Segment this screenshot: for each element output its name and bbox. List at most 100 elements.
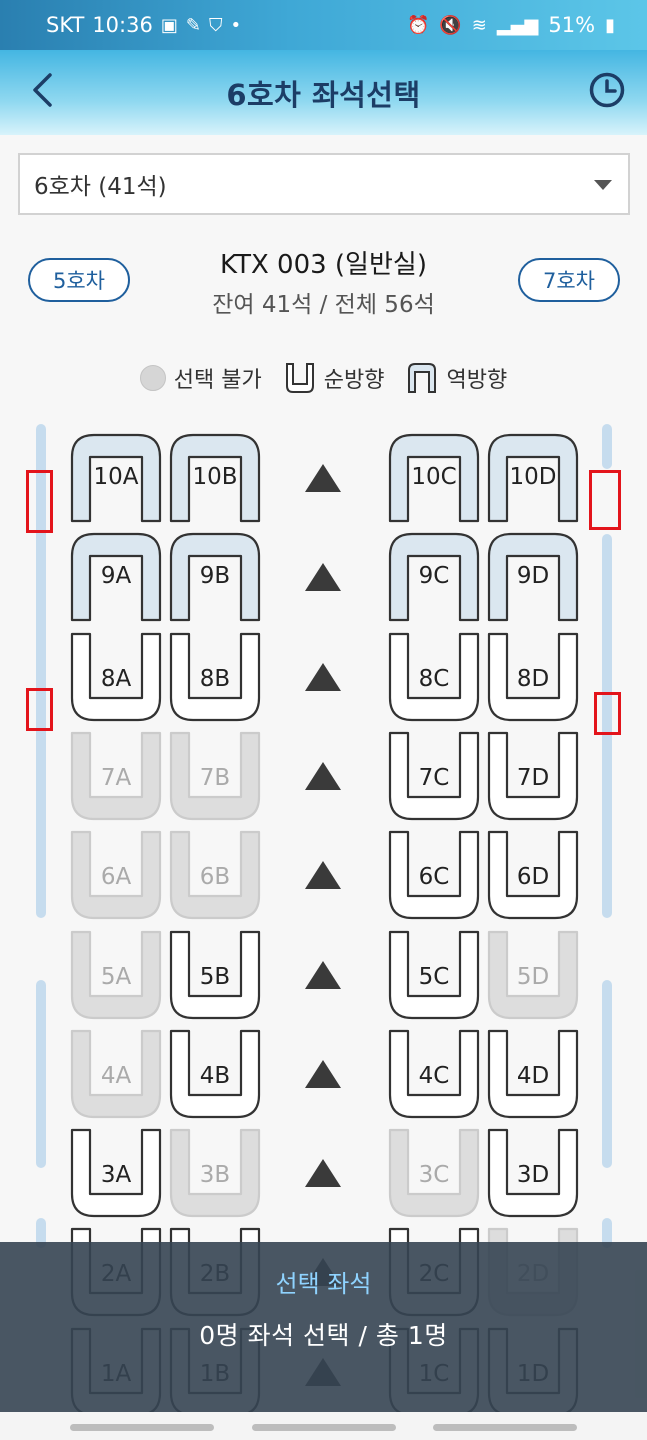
seat-10D[interactable]: 10D xyxy=(487,433,579,523)
seat-4D[interactable]: 4D xyxy=(487,1029,579,1119)
legend-reverse: 역방향 xyxy=(406,362,507,394)
seat-label: 9B xyxy=(199,563,231,590)
seat-6A: 6A xyxy=(70,830,162,920)
seat-6D[interactable]: 6D xyxy=(487,830,579,920)
seat-legend: 선택 불가 순방향 역방향 xyxy=(0,362,647,394)
seat-label: 3D xyxy=(516,1162,550,1189)
seat-label: 5B xyxy=(199,963,231,990)
seat-5D: 5D xyxy=(487,930,579,1020)
home-button[interactable] xyxy=(252,1424,396,1431)
wifi-icon: ≋ xyxy=(471,14,487,36)
reverse-seat-icon xyxy=(408,363,437,393)
seat-3D[interactable]: 3D xyxy=(487,1128,579,1218)
seat-label: 5A xyxy=(100,963,132,990)
seat-5C[interactable]: 5C xyxy=(388,930,480,1020)
seat-label: 3A xyxy=(100,1162,132,1189)
car-select-value: 6호차 (41석) xyxy=(34,174,167,200)
seat-label: 3B xyxy=(199,1162,231,1189)
left-wall xyxy=(36,424,46,918)
right-wall xyxy=(602,1218,612,1248)
battery-percent: 51% xyxy=(548,13,596,37)
direction-arrow-icon xyxy=(305,761,341,790)
direction-arrow-icon xyxy=(305,662,341,691)
legend-reverse-label: 역방향 xyxy=(446,368,508,393)
seat-label: 9A xyxy=(100,563,132,590)
unavailable-dot-icon xyxy=(139,365,166,391)
left-wall xyxy=(36,1218,46,1248)
window-marker xyxy=(26,688,53,731)
seat-6B: 6B xyxy=(169,830,261,920)
battery-icon: ▮ xyxy=(605,14,615,36)
seat-label: 6C xyxy=(418,864,450,891)
seat-label: 10A xyxy=(93,464,139,490)
seat-label: 10C xyxy=(411,464,457,490)
history-button[interactable] xyxy=(585,68,629,112)
legend-unavailable: 선택 불가 xyxy=(139,362,262,394)
seat-label: 6A xyxy=(100,864,132,891)
alarm-icon: ⏰ xyxy=(406,14,430,36)
seat-label: 4B xyxy=(199,1062,231,1089)
seat-label: 10B xyxy=(192,464,238,490)
seat-7C[interactable]: 7C xyxy=(388,731,480,821)
seat-7B: 7B xyxy=(169,731,261,821)
next-car-button[interactable]: 7호차 xyxy=(518,258,620,302)
seat-8B[interactable]: 8B xyxy=(169,632,261,722)
direction-arrow-icon xyxy=(305,960,341,989)
recent-apps-button[interactable] xyxy=(70,1424,214,1431)
seat-label: 7D xyxy=(516,764,550,791)
clock-icon xyxy=(589,72,625,108)
shield-icon: ⛉ xyxy=(208,14,223,36)
seat-3C: 3C xyxy=(388,1128,480,1218)
carrier-label: SKT xyxy=(46,13,85,37)
seat-7D[interactable]: 7D xyxy=(487,731,579,821)
seat-6C[interactable]: 6C xyxy=(388,830,480,920)
car-select[interactable]: 6호차 (41석) xyxy=(18,153,630,215)
system-nav-bar xyxy=(0,1412,647,1440)
legend-forward: 순방향 xyxy=(284,362,385,394)
back-nav-button[interactable] xyxy=(433,1424,577,1431)
seat-9B[interactable]: 9B xyxy=(169,532,261,622)
seat-8C[interactable]: 8C xyxy=(388,632,480,722)
direction-arrow-icon xyxy=(305,861,341,890)
dot-icon: • xyxy=(230,14,242,36)
clock-time: 10:36 xyxy=(92,13,153,37)
seat-label: 3C xyxy=(418,1162,450,1189)
window-marker xyxy=(589,470,621,530)
right-wall xyxy=(602,424,612,469)
legend-forward-label: 순방향 xyxy=(323,368,385,393)
seat-label: 6D xyxy=(516,864,550,891)
window-marker xyxy=(26,470,53,533)
seat-10B[interactable]: 10B xyxy=(169,433,261,523)
direction-arrow-icon xyxy=(305,464,341,492)
status-bar: SKT 10:36 ▣ ✎ ⛉ • ⏰ 🔇 ≋ ▂▄▆ 51% ▮ xyxy=(0,0,647,50)
right-wall xyxy=(602,980,612,1168)
seat-4C[interactable]: 4C xyxy=(388,1029,480,1119)
seat-label: 5D xyxy=(516,963,550,990)
seat-8D[interactable]: 8D xyxy=(487,632,579,722)
seat-7A: 7A xyxy=(70,731,162,821)
seat-9C[interactable]: 9C xyxy=(388,532,480,622)
seat-availability: 잔여 41석 / 전체 56석 xyxy=(212,292,435,318)
seat-5B[interactable]: 5B xyxy=(169,930,261,1020)
seat-4B[interactable]: 4B xyxy=(169,1029,261,1119)
left-wall xyxy=(36,980,46,1168)
seat-3A[interactable]: 3A xyxy=(70,1128,162,1218)
seat-10A[interactable]: 10A xyxy=(70,433,162,523)
train-name: KTX 003 (일반실) xyxy=(220,250,427,280)
seat-label: 8D xyxy=(516,665,550,692)
seat-label: 8B xyxy=(199,665,231,692)
seat-label: 4C xyxy=(418,1062,450,1089)
signal-icon: ▂▄▆ xyxy=(496,14,539,36)
back-button[interactable] xyxy=(20,68,64,112)
seat-10C[interactable]: 10C xyxy=(388,433,480,523)
seat-9A[interactable]: 9A xyxy=(70,532,162,622)
gallery-icon: ▣ xyxy=(160,14,178,36)
seat-8A[interactable]: 8A xyxy=(70,632,162,722)
seat-label: 8A xyxy=(100,665,132,692)
forward-seat-icon xyxy=(285,363,314,393)
seat-4A: 4A xyxy=(70,1029,162,1119)
selection-title: 선택 좌석 xyxy=(275,1270,372,1298)
seat-9D[interactable]: 9D xyxy=(487,532,579,622)
app-header: 6호차 좌석선택 xyxy=(0,50,647,135)
prev-car-button[interactable]: 5호차 xyxy=(28,258,130,302)
